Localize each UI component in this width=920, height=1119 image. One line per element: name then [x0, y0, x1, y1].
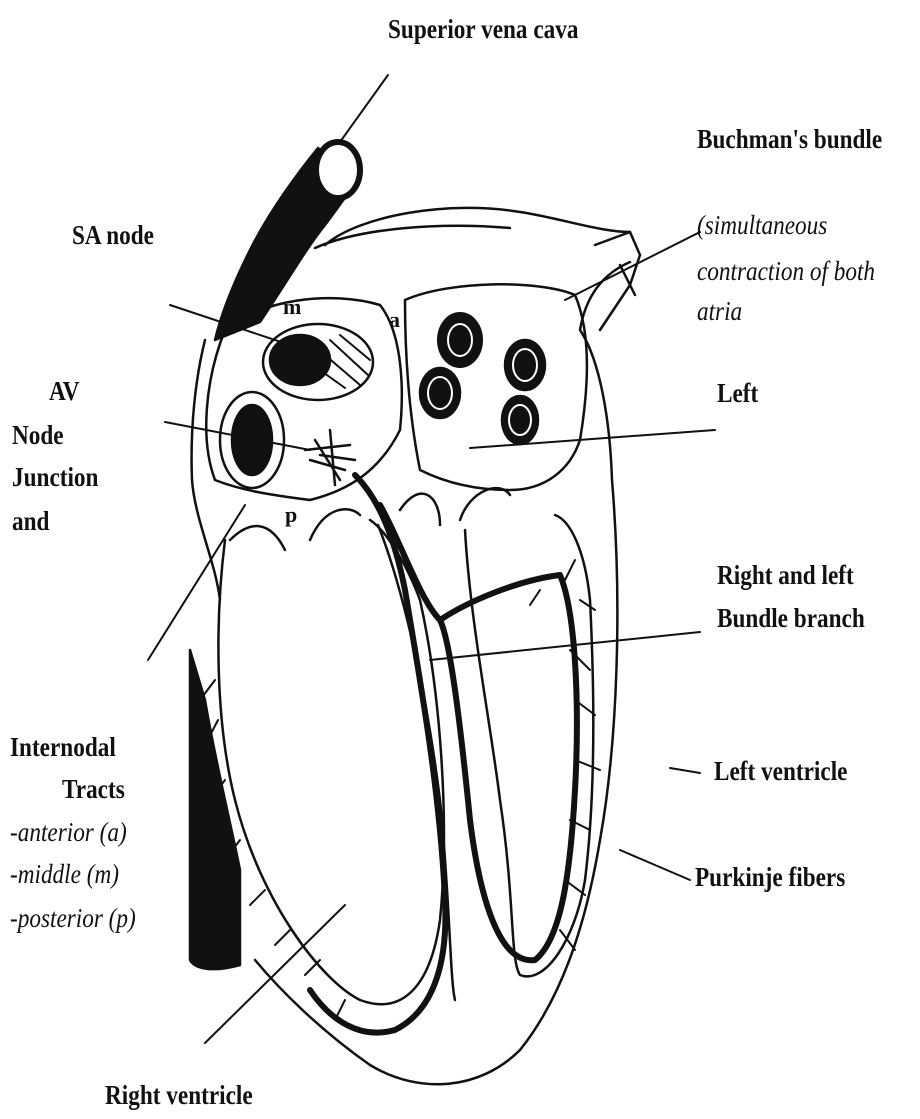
label-buchmans-bundle: Buchman's bundle	[697, 126, 882, 153]
pointer-purkinje	[620, 850, 690, 880]
label-av-line-2: Node	[12, 422, 64, 449]
marker-p: p	[285, 504, 297, 526]
sa-node-inner	[270, 335, 330, 385]
pointer-bundle	[430, 632, 700, 660]
aorta-top	[315, 226, 510, 248]
label-left: Left	[717, 380, 758, 407]
label-av-line-3: Junction	[12, 464, 98, 491]
svc-opening	[316, 142, 360, 198]
pointer-svc	[340, 75, 388, 142]
right-ventricle-wall	[218, 520, 443, 1004]
av-node-fibers	[305, 430, 355, 485]
label-superior-vena-cava: Superior vena cava	[388, 16, 578, 43]
av-node-inner	[232, 405, 272, 475]
left-bundle-branch	[380, 505, 577, 960]
label-tract-anterior: -anterior (a)	[10, 819, 127, 846]
label-sa-node: SA node	[72, 222, 154, 249]
label-tract-posterior: -posterior (p)	[10, 905, 136, 932]
marker-m: m	[283, 296, 301, 318]
label-simultaneous-2: contraction of both	[697, 258, 875, 285]
mitral-valve	[400, 488, 510, 525]
bundle-of-his	[310, 475, 445, 1033]
pointer-internodal	[148, 505, 245, 660]
label-tract-middle: -middle (m)	[10, 861, 119, 888]
inferior-vessel	[190, 650, 240, 969]
marker-a: a	[389, 309, 400, 331]
label-right-left-1: Right and left	[717, 562, 854, 589]
label-simultaneous-1: (simultaneous	[697, 212, 827, 239]
label-simultaneous-3: atria	[697, 298, 742, 325]
label-av-line-1: AV	[49, 378, 80, 405]
label-right-ventricle: Right ventricle	[105, 1082, 253, 1109]
label-right-left-2: Bundle branch	[717, 605, 865, 632]
label-left-ventricle: Left ventricle	[714, 758, 847, 785]
label-purkinje-fibers: Purkinje fibers	[695, 864, 845, 891]
label-internodal-2: Tracts	[62, 776, 125, 803]
label-internodal-1: Internodal	[10, 734, 116, 761]
pointer-lv	[670, 768, 700, 773]
label-av-line-4: and	[12, 508, 49, 535]
